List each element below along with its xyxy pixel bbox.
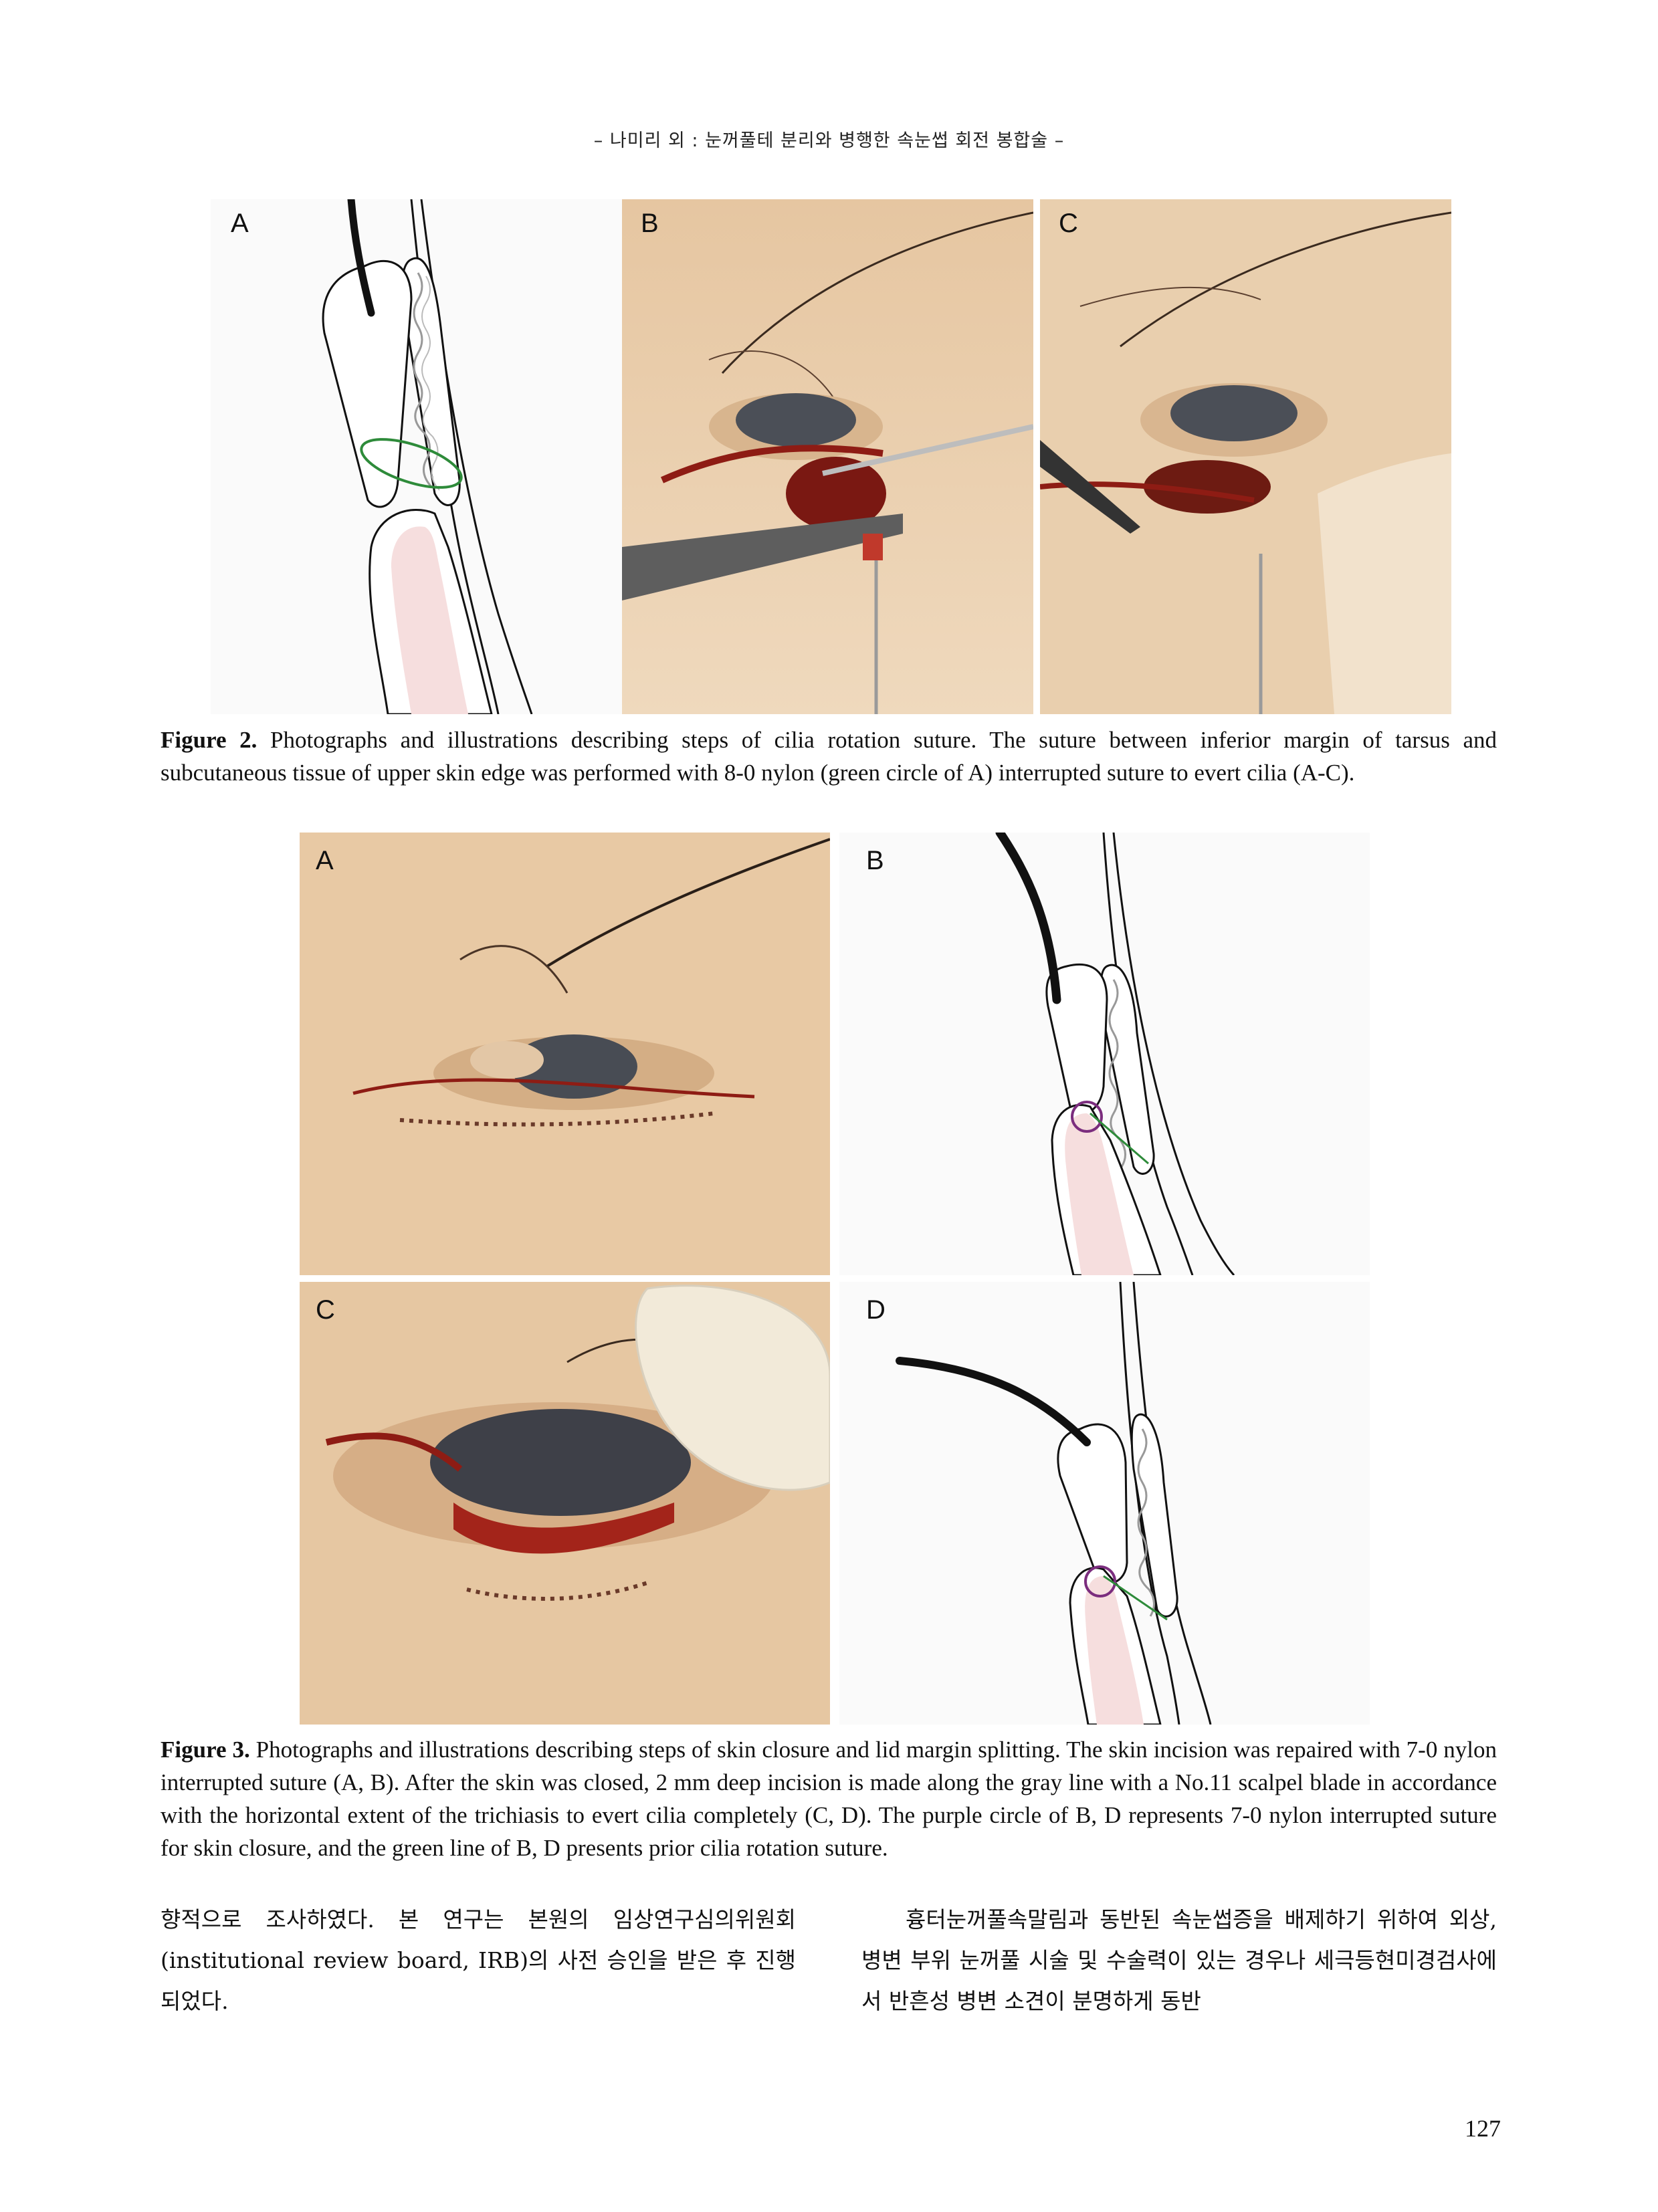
figure2-panel-c-label: C bbox=[1059, 209, 1078, 238]
figure3-panel-a-label: A bbox=[316, 846, 334, 875]
figure3-panel-b-label: B bbox=[866, 846, 884, 875]
figure2-caption-label: Figure 2. bbox=[161, 727, 257, 753]
figure3-panel-a-photo: A bbox=[300, 833, 830, 1275]
page-number: 127 bbox=[1465, 2115, 1501, 2142]
figure2-panel-a-label: A bbox=[231, 209, 249, 238]
body-text-left-column: 향적으로 조사하였다. 본 연구는 본원의 임상연구심의위원회(institut… bbox=[161, 1906, 796, 2014]
figure2-panel-b-photo: B bbox=[622, 199, 1033, 714]
figure3-caption-text: Photographs and illustrations describing… bbox=[161, 1737, 1497, 1861]
surgical-photo-skin-closure bbox=[300, 833, 830, 1275]
eyelid-cross-section-diagram-d bbox=[896, 1282, 1212, 1725]
figure2-caption-text: Photographs and illustrations describing… bbox=[161, 727, 1497, 786]
surgical-photo-lid-margin-split bbox=[300, 1282, 830, 1725]
figure3-panel-d-label: D bbox=[866, 1295, 886, 1325]
figure2-caption: Figure 2. Photographs and illustrations … bbox=[161, 724, 1497, 789]
figure2-panel-a-illustration: A bbox=[211, 199, 622, 714]
running-header: – 나미리 외 : 눈꺼풀테 분리와 병행한 속눈썹 회전 봉합술 – bbox=[593, 130, 1065, 151]
figure3-panel-c-label: C bbox=[316, 1295, 335, 1325]
figure3-panel-c-photo: C bbox=[300, 1282, 830, 1725]
eyelid-cross-section-diagram-b bbox=[995, 833, 1235, 1275]
figure3-caption: Figure 3. Photographs and illustrations … bbox=[161, 1733, 1497, 1864]
figure3-panel-d-illustration: D bbox=[839, 1282, 1370, 1725]
surgical-photo-cilia-eversion bbox=[1040, 199, 1451, 714]
figure3-caption-label: Figure 3. bbox=[161, 1737, 250, 1763]
surgical-photo-cilia-rotation bbox=[622, 199, 1033, 714]
figure2-panel-c-photo: C bbox=[1040, 199, 1451, 714]
body-text-right-column: 흉터눈꺼풀속말림과 동반된 속눈썹증을 배제하기 위하여 외상, 병변 부위 눈… bbox=[861, 1906, 1497, 2014]
figure3-panel-b-illustration: B bbox=[839, 833, 1370, 1275]
figure2-panel-b-label: B bbox=[641, 209, 659, 238]
eyelid-cross-section-diagram bbox=[322, 199, 533, 714]
